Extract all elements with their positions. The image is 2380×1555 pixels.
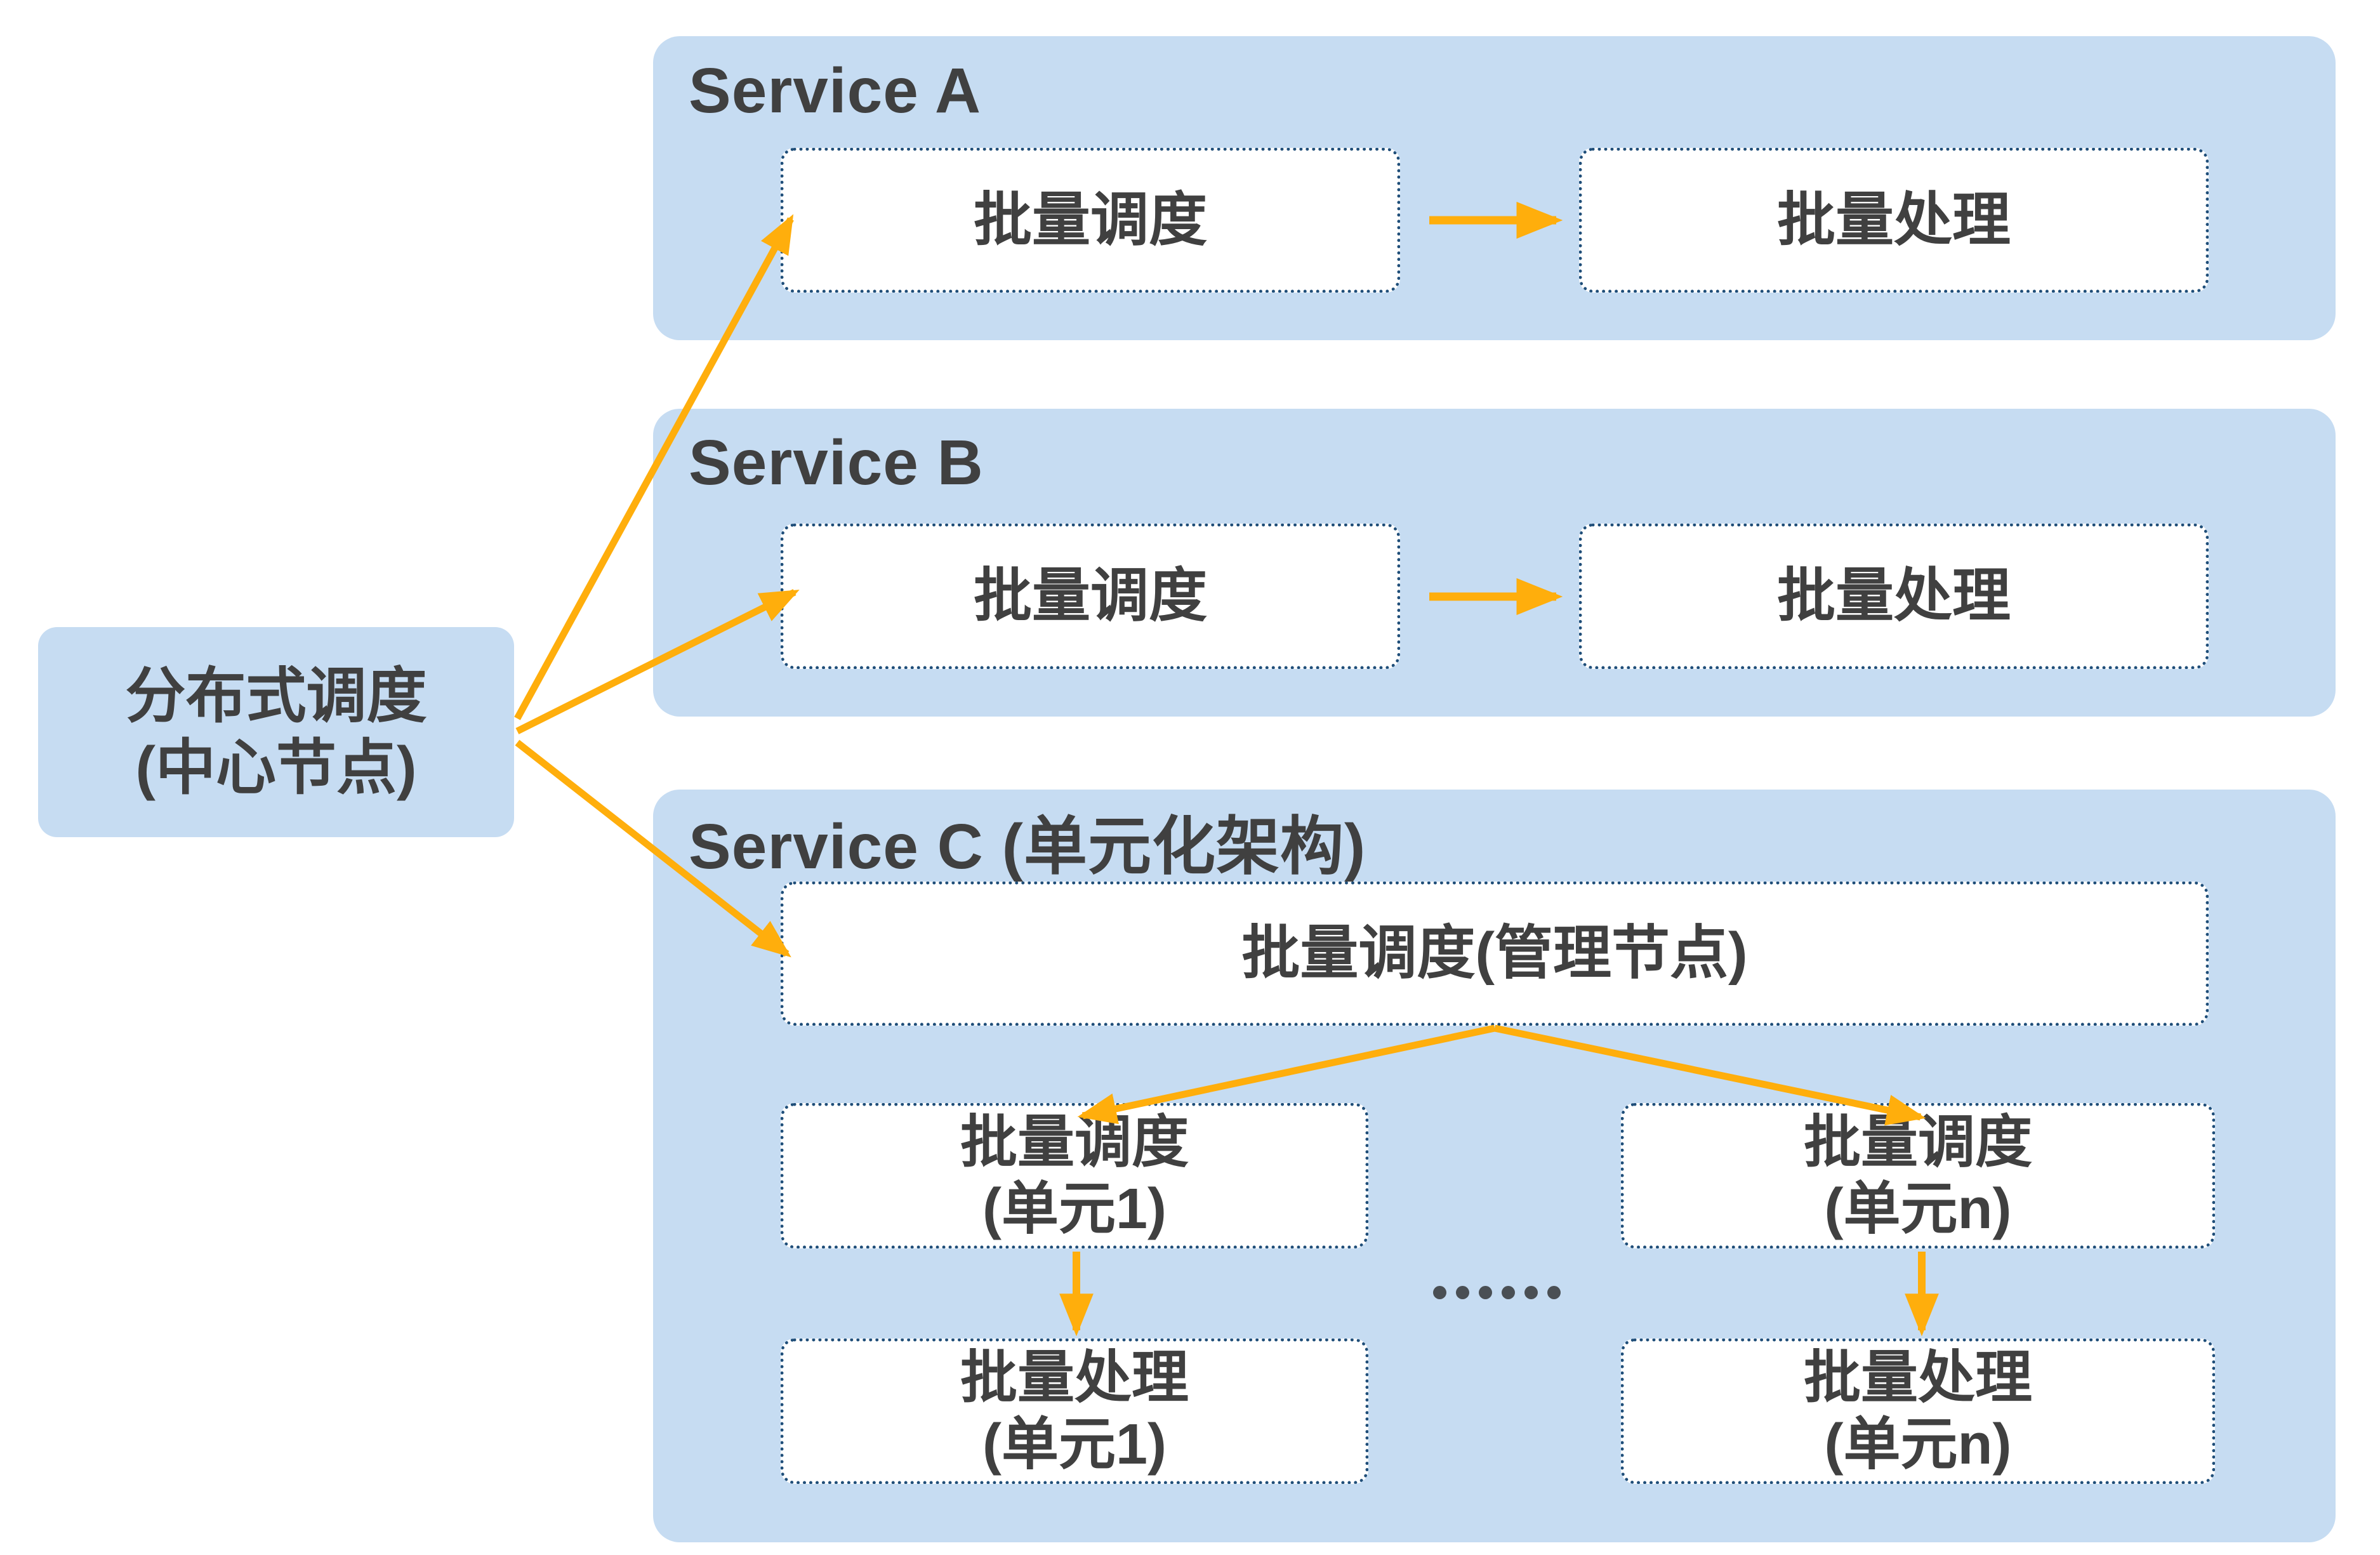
service-c-unit1-processing-label-line2: (单元1) [982,1412,1167,1476]
ellipsis-dot [1479,1286,1492,1299]
service-c-unitn-processing-label-line1: 批量处理 [1804,1346,2032,1410]
service-b-title: Service B [689,427,984,498]
service-b-batch-scheduling-label: 批量调度 [973,564,1207,629]
service-c-unit1-scheduling-label-line2: (单元1) [982,1177,1167,1241]
service-c-title: Service C (单元化架构) [689,811,1366,882]
ellipsis-dots [1433,1286,1561,1299]
service-c-unitn-scheduling-label-line1: 批量调度 [1804,1111,2032,1175]
central-node: 分布式调度 (中心节点) [38,627,514,837]
central-node-label-line1: 分布式调度 [125,663,427,731]
service-c-manager-scheduling-box: 批量调度(管理节点) [781,882,2209,1026]
service-c-manager-scheduling-label: 批量调度(管理节点) [1241,921,1748,986]
service-a-batch-scheduling-box: 批量调度 [781,148,1400,293]
service-b-batch-processing-box: 批量处理 [1579,524,2209,669]
ellipsis-dot [1433,1286,1446,1299]
service-c-unit1-scheduling-box: 批量调度 (单元1) [781,1103,1368,1248]
service-a-batch-processing-box: 批量处理 [1579,148,2209,293]
ellipsis-dot [1502,1286,1515,1299]
ellipsis-dot [1547,1286,1561,1299]
service-a-title: Service A [689,55,982,126]
service-b-batch-scheduling-box: 批量调度 [781,524,1400,669]
ellipsis-dot [1456,1286,1469,1299]
service-c-unitn-scheduling-label-line2: (单元n) [1824,1177,2012,1241]
service-a-batch-processing-label: 批量处理 [1776,187,2011,253]
service-c-unitn-processing-label-line2: (单元n) [1824,1412,2012,1476]
service-a-batch-scheduling-label: 批量调度 [973,187,1207,253]
service-b-batch-processing-label: 批量处理 [1776,564,2011,629]
service-c-unit1-processing-label-line1: 批量处理 [960,1346,1189,1410]
ellipsis-dot [1524,1286,1538,1299]
service-c-unit1-scheduling-label-line1: 批量调度 [960,1111,1189,1175]
service-c-unitn-scheduling-box: 批量调度 (单元n) [1621,1103,2215,1248]
service-c-unit1-processing-box: 批量处理 (单元1) [781,1339,1368,1484]
service-c-unitn-processing-box: 批量处理 (单元n) [1621,1339,2215,1484]
central-node-label-line2: (中心节点) [135,734,417,802]
